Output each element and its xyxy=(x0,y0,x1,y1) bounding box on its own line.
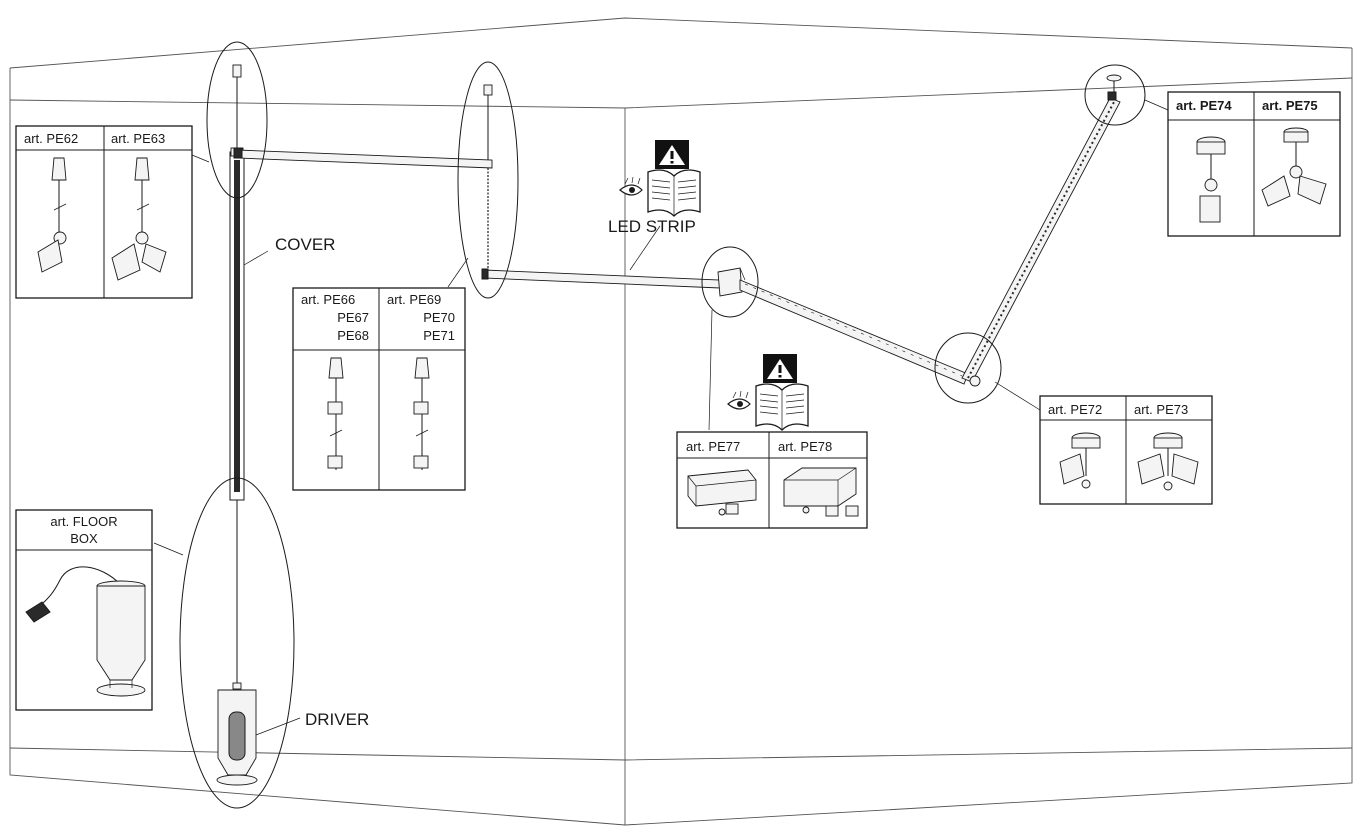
corner-joint-illustration xyxy=(783,467,859,517)
corner-joint-illustration xyxy=(687,469,757,516)
pendant-fitting-illustration xyxy=(37,157,67,273)
panel-label-pe77: art. PE77 xyxy=(686,439,740,454)
panel-label-floor-box-2: BOX xyxy=(70,531,98,546)
corner-ceiling-fitting-illustration xyxy=(1059,432,1101,489)
panel-label-pe63: art. PE63 xyxy=(111,131,165,146)
suspension-fitting-illustration xyxy=(413,357,430,470)
panel-label-pe62: art. PE62 xyxy=(24,131,78,146)
eye-icon xyxy=(727,390,751,410)
leader-lines xyxy=(153,99,1169,736)
corner-ceiling-fitting-illustration xyxy=(1137,432,1199,491)
panel-floor-box: art. FLOOR BOX xyxy=(15,509,153,711)
warning-group-led xyxy=(619,140,701,217)
panel-label-pe66: art. PE66 xyxy=(301,292,355,307)
manual-book-icon xyxy=(755,383,809,431)
ceiling-fitting-illustration xyxy=(1196,136,1226,223)
panel-pe74-pe75: art. PE74 art. PE75 xyxy=(1167,91,1341,237)
detail-circles xyxy=(179,41,1146,809)
panel-label-pe78: art. PE78 xyxy=(778,439,832,454)
panel-pe66-pe69: art. PE66 PE67 PE68 art. PE69 PE70 PE71 xyxy=(292,287,466,491)
panel-label-pe69: art. PE69 xyxy=(387,292,441,307)
panel-label-pe73: art. PE73 xyxy=(1134,402,1188,417)
panel-label-pe70: PE70 xyxy=(423,310,455,325)
panel-pe62-pe63: art. PE62 art. PE63 xyxy=(15,125,193,299)
label-led-strip: LED STRIP xyxy=(608,217,696,236)
panel-label-pe67: PE67 xyxy=(337,310,369,325)
suspension-fitting-illustration xyxy=(327,357,344,470)
panel-label-pe72: art. PE72 xyxy=(1048,402,1102,417)
diagonal-profile-lower xyxy=(739,279,969,385)
floor-box-illustration xyxy=(25,566,146,697)
panel-label-pe71: PE71 xyxy=(423,328,455,343)
vertical-profile xyxy=(229,147,245,501)
label-driver: DRIVER xyxy=(305,710,369,729)
ceiling-fitting-illustration xyxy=(1261,127,1327,207)
panel-pe72-pe73: art. PE72 art. PE73 xyxy=(1039,395,1213,505)
driver-unit xyxy=(216,682,258,786)
panel-label-pe75: art. PE75 xyxy=(1262,98,1318,113)
eye-icon xyxy=(619,176,643,196)
warning-triangle-icon xyxy=(763,354,797,383)
panel-label-pe74: art. PE74 xyxy=(1176,98,1232,113)
diagonal-profile-upper xyxy=(961,74,1122,387)
pendant-fitting-illustration xyxy=(111,157,167,281)
panel-label-pe68: PE68 xyxy=(337,328,369,343)
horizontal-profile-middle xyxy=(481,268,721,289)
label-cover: COVER xyxy=(275,235,335,254)
corner-box xyxy=(717,267,746,297)
warning-triangle-icon xyxy=(655,140,689,169)
panel-pe77-pe78: art. PE77 art. PE78 xyxy=(676,431,868,529)
room-walls xyxy=(9,17,1353,826)
pendant-cable-left xyxy=(232,64,242,685)
horizontal-profile-top xyxy=(233,84,493,169)
warning-group-corner xyxy=(727,354,809,431)
manual-book-icon xyxy=(647,169,701,217)
panel-label-floor-box-1: art. FLOOR xyxy=(50,514,117,529)
